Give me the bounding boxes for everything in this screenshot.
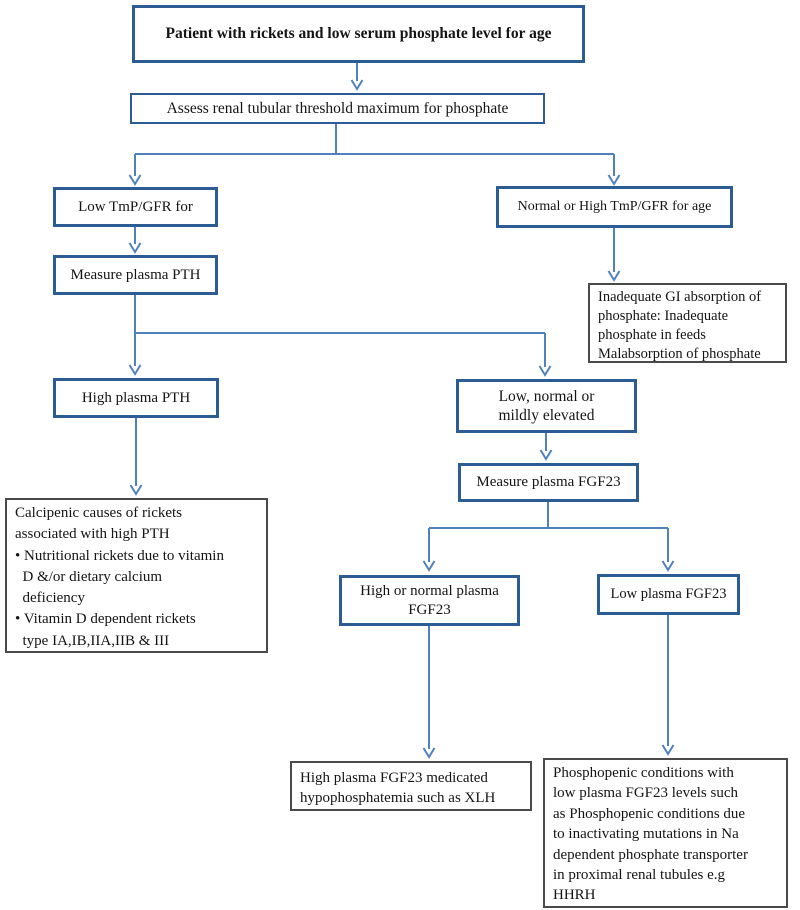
node-measure-pth: Measure plasma PTH — [53, 255, 218, 295]
arrowhead-phosphopenic — [661, 744, 675, 756]
arrowhead-measure-pth — [128, 242, 142, 254]
arrowhead-normal-high-tmp — [607, 174, 621, 186]
node-assess: Assess renal tubular threshold maximum f… — [130, 93, 545, 124]
node-inadequate-gi-absorption: Inadequate GI absorption of phosphate: I… — [588, 283, 787, 363]
node-low-fgf23: Low plasma FGF23 — [597, 574, 740, 615]
node-low-normal-mildly-elevated: Low, normal or mildly elevated — [456, 379, 637, 433]
arrowhead-measure-fgf23 — [539, 449, 553, 461]
arrowhead-patient-assess — [350, 79, 364, 91]
node-calcipenic-causes: Calcipenic causes of rickets associated … — [5, 498, 268, 653]
arrowhead-inadequate — [607, 270, 621, 282]
arrowhead-low-normal — [538, 365, 552, 377]
arrowhead-high-normal-fgf23 — [422, 560, 436, 572]
node-patient: Patient with rickets and low serum phosp… — [132, 5, 585, 63]
arrowhead-high-pth — [128, 364, 142, 376]
arrowhead-low-fgf23 — [661, 560, 675, 572]
node-phosphopenic-conditions: Phosphopenic conditions with low plasma … — [543, 758, 788, 908]
node-low-tmp-gfr: Low TmP/GFR for — [53, 187, 218, 227]
arrowhead-xlh — [422, 747, 436, 759]
node-high-plasma-pth: High plasma PTH — [53, 378, 219, 418]
node-high-normal-fgf23: High or normal plasma FGF23 — [339, 575, 520, 626]
node-normal-high-tmp-gfr: Normal or High TmP/GFR for age — [496, 186, 733, 228]
node-xlh: High plasma FGF23 medicated hypophosphat… — [290, 761, 532, 811]
node-measure-fgf23: Measure plasma FGF23 — [458, 463, 639, 502]
arrowhead-low-tmp — [128, 174, 142, 186]
arrowhead-calcipenic — [129, 484, 143, 496]
